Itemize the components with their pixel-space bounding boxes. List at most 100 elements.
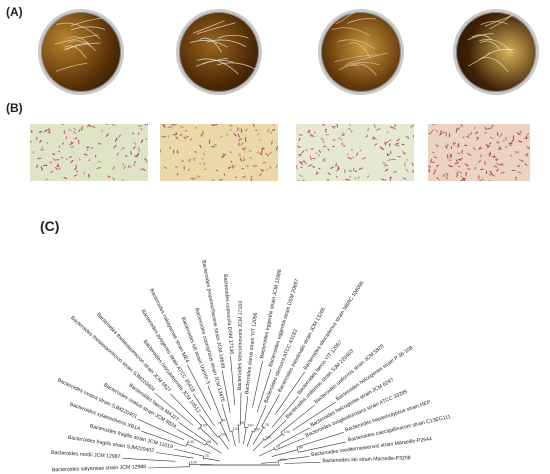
stained-cell [433, 156, 437, 158]
stained-cell [63, 131, 66, 134]
streak-line [71, 26, 106, 31]
stained-cell [358, 167, 364, 170]
stained-cell [387, 159, 392, 161]
stained-cell [335, 162, 337, 167]
stained-cell [450, 146, 453, 150]
bootstrap-value: 84 [299, 446, 303, 450]
stained-cell [70, 146, 75, 148]
stained-cell [411, 162, 414, 167]
stained-cell [499, 162, 503, 167]
stained-cell [65, 136, 68, 140]
stained-cell [212, 124, 217, 126]
stained-cell [172, 149, 175, 154]
stained-cell [299, 154, 301, 157]
stained-cell [337, 137, 343, 141]
stained-cell [43, 129, 48, 133]
stained-cell [496, 159, 498, 162]
stained-cell [161, 124, 166, 128]
stained-cell [488, 127, 493, 130]
stained-cell [138, 147, 140, 152]
stained-cell [188, 160, 191, 162]
stained-cell [491, 124, 494, 127]
stained-cell [500, 171, 505, 174]
stained-cell [199, 163, 202, 165]
stained-cell [145, 138, 148, 140]
stained-cell [493, 154, 495, 158]
stained-cell [238, 138, 243, 141]
taxon-label: Bacteroides nordii JCM 12987 [51, 450, 121, 460]
stained-cell [455, 127, 458, 133]
tree-branch [221, 370, 231, 413]
stained-cell [233, 132, 237, 137]
stained-cell [326, 179, 330, 181]
stained-cell [262, 161, 267, 164]
stained-cell [455, 170, 459, 175]
stained-cell [446, 176, 448, 180]
stained-cell [241, 167, 245, 170]
stained-cell [123, 165, 127, 170]
bootstrap-value: 70 [221, 418, 225, 422]
stained-cell [342, 132, 346, 135]
stained-cell [223, 173, 226, 176]
stained-cell [193, 157, 195, 162]
streak-line [347, 52, 389, 64]
stained-cell [256, 151, 260, 154]
stained-cell [54, 159, 60, 161]
stained-cell [380, 178, 385, 181]
stained-cell [457, 152, 460, 154]
stained-cell [449, 165, 453, 168]
stained-cell [112, 177, 115, 181]
stained-cell [395, 144, 400, 147]
stained-cell [238, 153, 241, 157]
tree-internal-branch [203, 457, 220, 462]
stained-cell [440, 130, 442, 135]
stained-cell [62, 124, 65, 126]
stained-cell [484, 160, 486, 165]
stained-cell [479, 168, 485, 170]
tree-branch [278, 427, 310, 445]
stained-cell [30, 141, 32, 143]
streak-line [65, 41, 89, 51]
tree-internal-branch [243, 427, 247, 445]
stained-cell [36, 136, 38, 141]
stained-cell [313, 131, 316, 134]
stained-cell [455, 159, 458, 163]
stained-cell [447, 164, 451, 167]
stained-cell [91, 147, 94, 149]
stained-cell [523, 137, 529, 139]
stained-cell [189, 158, 192, 160]
stained-cell [388, 139, 392, 142]
stained-cell [489, 142, 492, 144]
tree-branch [297, 432, 344, 448]
stained-cell [301, 161, 304, 163]
streak-line [55, 62, 88, 72]
stained-cell [496, 131, 499, 137]
stained-cell [464, 144, 468, 147]
stained-cell [511, 169, 516, 172]
stained-cell [36, 164, 38, 168]
stained-cell [430, 158, 433, 163]
stained-cell [490, 174, 496, 177]
stained-cell [116, 152, 119, 156]
tree-internal-branch [246, 431, 253, 447]
stained-cell [57, 163, 60, 168]
stained-cell [70, 160, 74, 163]
stained-cell [488, 173, 491, 176]
stained-cell [354, 170, 358, 172]
stained-cell [47, 129, 51, 134]
stained-cell [240, 128, 243, 133]
stained-cell [379, 146, 383, 149]
streak-line [468, 52, 491, 67]
stained-cell [454, 142, 457, 144]
stained-cell [465, 171, 467, 177]
stained-cell [405, 136, 410, 139]
stained-cell [296, 164, 298, 170]
tree-internal-branch [252, 439, 265, 452]
stained-cell [107, 175, 110, 178]
stained-cell [144, 158, 147, 161]
agar-plate-4 [453, 9, 539, 95]
stained-cell [298, 134, 303, 136]
stained-cell [461, 177, 467, 180]
stained-cell [315, 171, 320, 174]
